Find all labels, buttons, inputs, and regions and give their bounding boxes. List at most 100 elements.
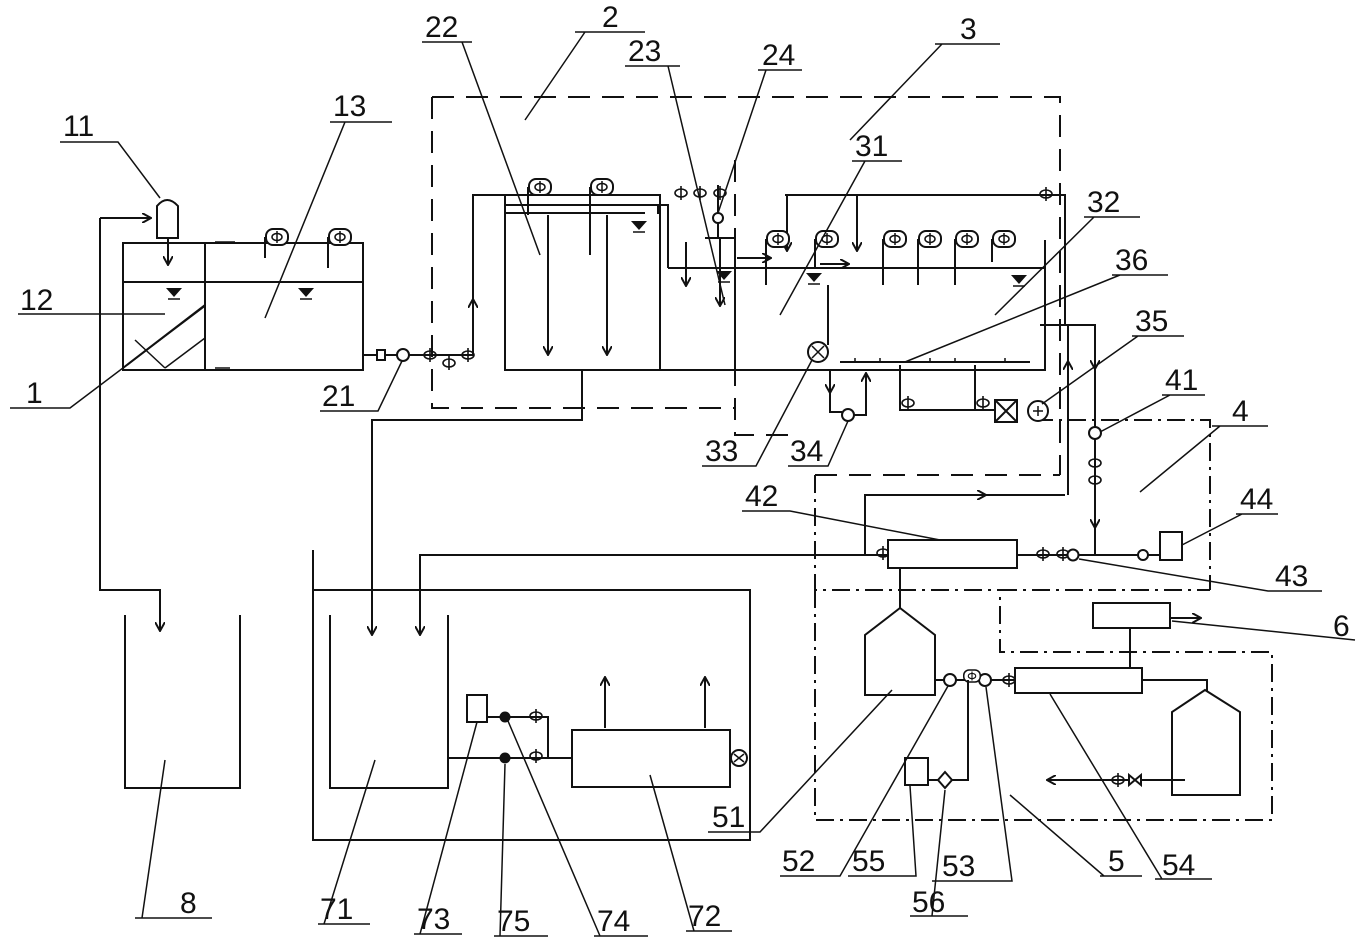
reference-labels: 11 13 12 1 2 22 23 24 3 31 32 36 35 41 4… bbox=[20, 1, 1350, 938]
leader-2 bbox=[524, 31, 645, 121]
valve-icon bbox=[442, 355, 456, 371]
label-54: 54 bbox=[1162, 849, 1195, 882]
leader-43 bbox=[1078, 558, 1322, 592]
gauge-icon bbox=[590, 178, 614, 196]
heater-mark bbox=[733, 753, 745, 763]
water-level-icon bbox=[297, 287, 315, 300]
check-valve-icon bbox=[376, 349, 386, 361]
leader-74 bbox=[507, 720, 648, 937]
leader-35 bbox=[1041, 335, 1184, 405]
product-tank bbox=[1171, 688, 1241, 796]
label-73: 73 bbox=[417, 903, 450, 936]
leader-23 bbox=[625, 65, 726, 306]
leader-52 bbox=[780, 685, 949, 877]
blower-35-cross bbox=[994, 399, 1018, 423]
bypass-pipe-to-8 bbox=[99, 218, 160, 630]
leader-5 bbox=[1009, 794, 1142, 877]
valve-75-icon bbox=[499, 752, 511, 764]
water-level-icon bbox=[1010, 274, 1028, 287]
air-pipe bbox=[899, 365, 995, 411]
tank-1-sludge-hopper bbox=[134, 337, 206, 369]
tank-22-inner-pipe bbox=[505, 204, 650, 214]
label-21: 21 bbox=[322, 380, 355, 413]
label-5: 5 bbox=[1108, 845, 1125, 878]
label-42: 42 bbox=[745, 480, 778, 513]
label-1: 1 bbox=[26, 377, 43, 410]
pump-43-icon bbox=[1066, 548, 1080, 562]
dosing-box-73 bbox=[466, 694, 488, 723]
valve-icon bbox=[529, 748, 543, 764]
unit-6-box bbox=[1092, 602, 1171, 629]
pump-33-mark bbox=[811, 345, 825, 359]
leader-24 bbox=[717, 69, 802, 214]
pump-34-icon bbox=[841, 408, 855, 422]
leader-56 bbox=[910, 789, 968, 917]
pump-21-icon bbox=[396, 348, 410, 362]
gauge-icon bbox=[883, 230, 907, 248]
leader-73 bbox=[414, 721, 478, 935]
label-11: 11 bbox=[63, 110, 94, 143]
label-53: 53 bbox=[942, 850, 975, 883]
sludge-pipe bbox=[372, 370, 583, 634]
valve-icon bbox=[1137, 549, 1149, 561]
gate-valve-icon bbox=[1128, 772, 1142, 788]
leader-33 bbox=[702, 359, 813, 467]
weir-overflow bbox=[645, 204, 669, 268]
outlet-line-21 bbox=[363, 194, 505, 371]
leader-53 bbox=[932, 686, 1013, 882]
pump-41-icon bbox=[1088, 426, 1102, 440]
unit-7-evaporation bbox=[312, 550, 751, 841]
gauge-icon bbox=[265, 228, 289, 246]
tank-71 bbox=[329, 615, 449, 789]
leader-44 bbox=[1181, 513, 1278, 546]
label-4: 4 bbox=[1232, 395, 1249, 428]
leader-21 bbox=[320, 360, 403, 412]
leader-36 bbox=[904, 274, 1168, 363]
label-12: 12 bbox=[20, 284, 53, 317]
tank-8 bbox=[124, 615, 241, 789]
tank-1-marks bbox=[215, 241, 235, 369]
concentrate-pipe-to-71 bbox=[419, 554, 888, 634]
return-pipe-top bbox=[785, 194, 1066, 325]
valve-56-icon bbox=[936, 770, 954, 790]
transfer-pipe bbox=[363, 194, 505, 356]
dosing-box-55 bbox=[904, 757, 929, 786]
leader-8 bbox=[135, 759, 212, 919]
unit-2-tank-22 bbox=[372, 178, 669, 634]
valve-24-icon bbox=[712, 212, 724, 224]
label-52: 52 bbox=[782, 845, 815, 878]
leader-71 bbox=[318, 759, 376, 925]
label-41: 41 bbox=[1165, 364, 1198, 397]
label-8: 8 bbox=[180, 887, 197, 920]
label-56: 56 bbox=[912, 886, 945, 919]
valve-icon bbox=[901, 395, 915, 411]
unit-4-membrane bbox=[419, 324, 1183, 634]
water-level-icon bbox=[805, 272, 823, 285]
label-72: 72 bbox=[688, 900, 721, 933]
leader-75 bbox=[494, 763, 548, 937]
probe-lines bbox=[264, 237, 329, 268]
valve-icon bbox=[1088, 455, 1102, 471]
leader-4 bbox=[1139, 425, 1268, 493]
label-3: 3 bbox=[960, 13, 977, 46]
unit-5-ro bbox=[864, 602, 1241, 796]
dosing-device-11 bbox=[156, 199, 179, 239]
leader-lines bbox=[10, 31, 1356, 937]
leader-34 bbox=[788, 420, 849, 467]
reactor-body bbox=[659, 240, 1046, 371]
boundary-lines bbox=[431, 96, 1273, 821]
valve-74-icon bbox=[499, 711, 511, 723]
blower-35-motor-mark bbox=[1033, 406, 1043, 416]
label-13: 13 bbox=[333, 90, 366, 123]
concentrate-return bbox=[864, 325, 1069, 555]
label-34: 34 bbox=[790, 435, 823, 468]
label-75: 75 bbox=[497, 905, 530, 938]
valve-icon bbox=[674, 185, 688, 201]
gauge-icon bbox=[962, 669, 982, 683]
leader-31 bbox=[779, 160, 902, 316]
label-6: 6 bbox=[1333, 610, 1350, 643]
label-33: 33 bbox=[705, 435, 738, 468]
leader-3 bbox=[849, 43, 1000, 141]
label-55: 55 bbox=[852, 845, 885, 878]
